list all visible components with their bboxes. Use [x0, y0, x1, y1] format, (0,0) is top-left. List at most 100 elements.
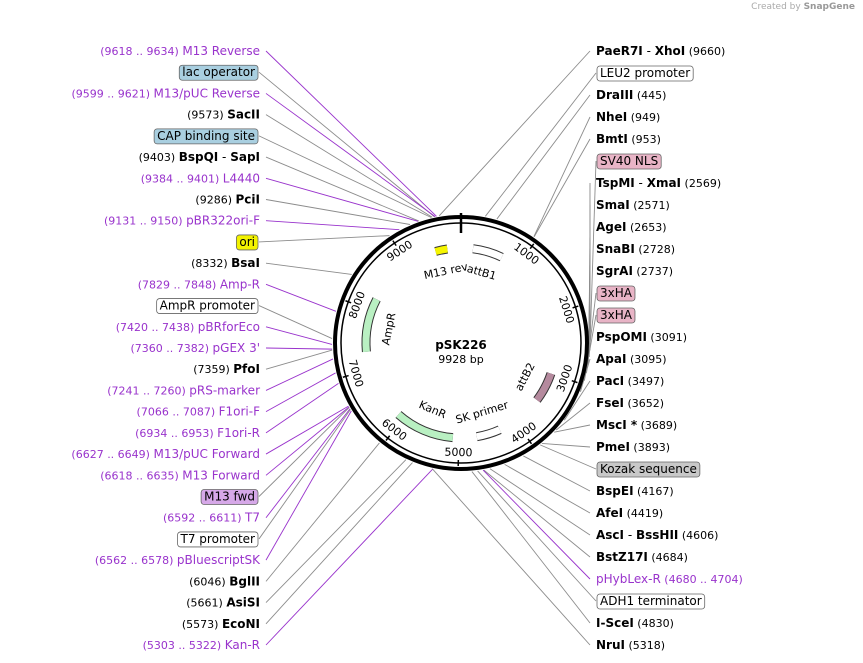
- label-name: SV40 NLS: [600, 154, 658, 168]
- label-position: (9599 .. 9621): [71, 87, 153, 100]
- feature-m13-rev: [434, 245, 448, 255]
- label-name: -: [643, 44, 655, 58]
- label-amp-r-11: (7829 .. 7848) Amp-R: [138, 277, 260, 291]
- label-text: (9618 .. 9634) M13 Reverse: [100, 44, 260, 58]
- snapgene-logo: SnapGene: [803, 2, 855, 12]
- label-name: AmpR promoter: [160, 299, 255, 313]
- tick-label-4000: 4000: [509, 419, 539, 446]
- label-text: (6592 .. 6611) T7: [163, 511, 260, 525]
- leader-fsei: [555, 402, 591, 431]
- leader-leu2-promoter: [484, 72, 597, 217]
- leader-f1ori-f: [265, 372, 336, 413]
- label-name: AfeI: [596, 506, 623, 520]
- label-name: PfoI: [233, 362, 260, 376]
- label-apai-43: ApaI (3095): [596, 352, 667, 366]
- label-f1ori-r-18: (6934 .. 6953) F1ori-R: [135, 426, 260, 440]
- label-text: SV40 NLS: [600, 154, 658, 168]
- tick-label-8000: 8000: [346, 290, 368, 321]
- tick-3000: [571, 379, 578, 384]
- label-text: BstZ17I (4684): [596, 550, 688, 564]
- label-text: ADH1 terminator: [600, 594, 702, 608]
- label-position: (2571): [630, 199, 670, 212]
- plasmid-size: 9928 bp: [438, 353, 483, 366]
- label-text: NruI (5318): [596, 638, 665, 652]
- label-agei-37: AgeI (2653): [596, 220, 667, 234]
- label-text: AmpR promoter: [160, 299, 255, 313]
- label-position: (8332): [191, 257, 231, 270]
- label-position: (6627 .. 6649): [71, 448, 153, 461]
- label-position: (9286): [195, 194, 235, 207]
- label-position: (5318): [625, 639, 665, 652]
- label-text: ori: [239, 235, 255, 249]
- leader-econi: [265, 462, 413, 625]
- label-m13-forward-20: (6618 .. 6635) M13 Forward: [100, 468, 260, 482]
- tick-8000: [345, 300, 352, 304]
- label-draiii-31: DraIII (445): [596, 88, 666, 102]
- label-fsei-45: FseI (3652): [596, 396, 664, 410]
- label-text: (5573) EcoNI: [182, 617, 260, 631]
- label-position: (949): [627, 111, 660, 124]
- label-sgrai-39: SgrAI (2737): [596, 264, 673, 278]
- label-f1ori-f-17: (7066 .. 7087) F1ori-F: [137, 405, 261, 419]
- label-name: T7 promoter: [180, 532, 256, 546]
- label-layer: (9618 .. 9634) M13 Reverse lac operator (9…: [71, 44, 742, 652]
- label-text: (9599 .. 9621) M13/pUC Reverse: [71, 86, 260, 100]
- label-name: BglII: [229, 574, 260, 588]
- label-m13-fwd-21: M13 fwd: [200, 489, 259, 505]
- label-text: AfeI (4419): [596, 506, 663, 520]
- label-name: LEU2 promoter: [600, 66, 690, 80]
- leader-ori: [258, 235, 390, 243]
- leader-i-scei: [471, 471, 591, 624]
- label-name: F1ori-F: [219, 405, 260, 419]
- leader-cap-binding-site: [258, 135, 432, 218]
- leader-bglii: [265, 442, 380, 582]
- label-text: NheI (949): [596, 110, 660, 124]
- label-econi-27: (5573) EcoNI: [182, 617, 260, 631]
- label-bstz17i-52: BstZ17I (4684): [596, 550, 688, 564]
- label-name: -: [218, 150, 230, 164]
- feature-label-m13-rev: M13 rev: [423, 260, 470, 282]
- label-position: (3497): [624, 375, 664, 388]
- label-position: (2728): [635, 243, 675, 256]
- leader-afei: [504, 464, 591, 514]
- leader-m13-forward: [265, 406, 350, 476]
- label-text: BspEI (4167): [596, 484, 674, 498]
- leader-bspei: [523, 455, 591, 492]
- label-text: AgeI (2653): [596, 220, 667, 234]
- feature-sk-primer: [476, 426, 502, 441]
- label-name: AsiSI: [226, 596, 260, 610]
- label-text: FseI (3652): [596, 396, 664, 410]
- label-position: (7359): [193, 363, 233, 376]
- label-name: NheI: [596, 110, 627, 124]
- label-position: (4606): [678, 529, 718, 542]
- label-phyblex-r-53: pHybLex-R (4680 .. 4704): [596, 572, 743, 586]
- label-sacii-3: (9573) SacII: [187, 108, 260, 122]
- label-text: (9286) PciI: [195, 193, 260, 207]
- label-t7-22: (6592 .. 6611) T7: [163, 511, 260, 525]
- label-name: lac operator: [182, 65, 255, 79]
- label-smai-36: SmaI (2571): [596, 198, 670, 212]
- label-text: (9384 .. 9401) L4440: [141, 171, 260, 185]
- label-text: SmaI (2571): [596, 198, 670, 212]
- leader-kan-r: [265, 468, 434, 646]
- feature-label-ampr: AmpR: [379, 311, 398, 346]
- label-name: -: [624, 528, 636, 542]
- label-name: BspQI: [179, 150, 219, 164]
- label-text: AscI - BssHII (4606): [596, 528, 718, 542]
- leader-m13-puc-reverse: [265, 93, 436, 217]
- label-name: FseI: [596, 396, 624, 410]
- label-name: pBluescriptSK: [177, 553, 261, 567]
- label-pmei-47: PmeI (3893): [596, 440, 670, 454]
- label-bsai-10: (8332) BsaI: [191, 256, 260, 270]
- label-text: CAP binding site: [157, 129, 255, 143]
- label-name: Kan-R: [225, 638, 260, 652]
- label-box: [596, 153, 662, 170]
- label-name: ApaI: [596, 352, 626, 366]
- label-name: ori: [239, 235, 255, 249]
- label-name: MscI *: [596, 418, 638, 432]
- label-text: 3xHA: [600, 308, 633, 322]
- leader-draiii: [496, 94, 591, 220]
- label-m13-puc-forward-19: (6627 .. 6649) M13/pUC Forward: [71, 447, 260, 461]
- label-name: SapI: [230, 150, 260, 164]
